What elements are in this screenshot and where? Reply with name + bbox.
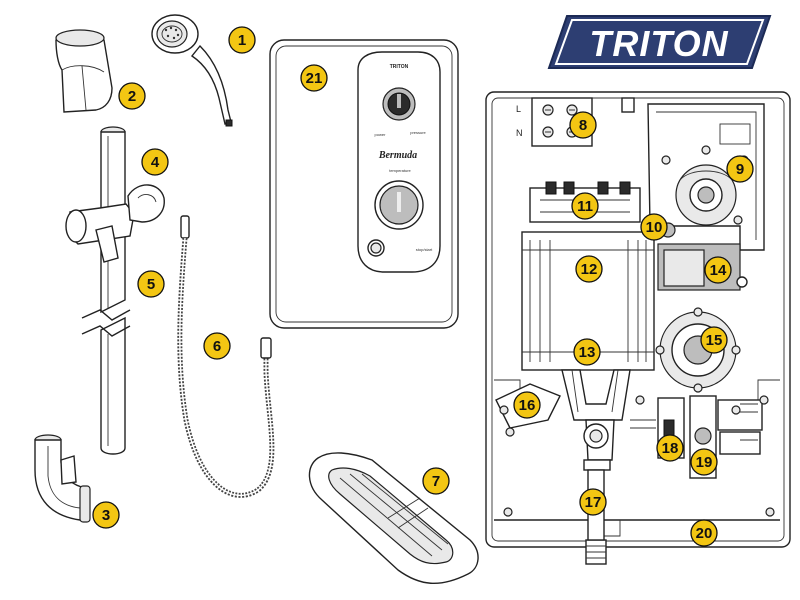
callout-label: 15 bbox=[706, 332, 723, 349]
riser-rail bbox=[81, 126, 131, 455]
callout-18: 18 bbox=[656, 434, 684, 462]
soap-dish bbox=[308, 452, 479, 585]
callout-badge bbox=[118, 82, 146, 110]
callout-3: 3 bbox=[92, 501, 120, 529]
callout-badge bbox=[640, 213, 668, 241]
callout-11: 11 bbox=[571, 192, 599, 220]
callout-badge bbox=[571, 192, 599, 220]
callout-label: 8 bbox=[579, 117, 587, 134]
power-label: power bbox=[375, 132, 387, 137]
callout-badge bbox=[513, 391, 541, 419]
shower-unit-front: TRITON power pressure Bermuda temperatur… bbox=[269, 39, 459, 329]
callout-label: 4 bbox=[151, 154, 160, 171]
rail-end-elbow bbox=[34, 434, 91, 523]
callout-8: 8 bbox=[569, 111, 597, 139]
logo-badge bbox=[547, 15, 772, 69]
logo-text: TRITON bbox=[589, 23, 728, 64]
callout-label: 17 bbox=[585, 494, 602, 511]
unit-brand-label: TRITON bbox=[390, 64, 409, 70]
callout-20: 20 bbox=[690, 519, 718, 547]
callout-badge bbox=[300, 64, 328, 92]
callout-label: 2 bbox=[128, 88, 136, 105]
outlet-spigot bbox=[583, 419, 615, 565]
callout-badge bbox=[569, 111, 597, 139]
callout-7: 7 bbox=[422, 467, 450, 495]
callout-label: 19 bbox=[696, 454, 713, 471]
callout-badge bbox=[700, 326, 728, 354]
callout-badge bbox=[141, 148, 169, 176]
temperature-label: temperature bbox=[389, 168, 411, 173]
callout-badge bbox=[573, 338, 601, 366]
callout-label: 6 bbox=[213, 338, 221, 355]
terminal-live-label: L bbox=[516, 104, 521, 114]
callout-13: 13 bbox=[573, 338, 601, 366]
triton-logo: TRITON bbox=[547, 15, 772, 69]
callout-17: 17 bbox=[579, 488, 607, 516]
callout-9: 9 bbox=[726, 155, 754, 183]
callout-badge bbox=[579, 488, 607, 516]
callout-label: 13 bbox=[579, 344, 596, 361]
callout-label: 1 bbox=[238, 32, 246, 49]
callout-label: 21 bbox=[306, 70, 323, 87]
callout-4: 4 bbox=[141, 148, 169, 176]
unit-model-label: Bermuda bbox=[378, 150, 417, 161]
callout-label: 12 bbox=[581, 261, 598, 278]
callout-12: 12 bbox=[575, 255, 603, 283]
callout-2: 2 bbox=[118, 82, 146, 110]
slider-bracket bbox=[65, 184, 165, 263]
callout-21: 21 bbox=[300, 64, 328, 92]
pressure-label: pressure bbox=[410, 130, 426, 135]
callout-1: 1 bbox=[228, 26, 256, 54]
callout-16: 16 bbox=[513, 391, 541, 419]
callout-label: 5 bbox=[147, 276, 155, 293]
callout-15: 15 bbox=[700, 326, 728, 354]
callout-10: 10 bbox=[640, 213, 668, 241]
callout-badge bbox=[575, 255, 603, 283]
callout-label: 11 bbox=[577, 198, 593, 215]
callout-label: 3 bbox=[102, 507, 110, 524]
shower-head bbox=[151, 14, 233, 127]
callout-badge bbox=[422, 467, 450, 495]
callout-label: 7 bbox=[432, 473, 440, 490]
callout-label: 16 bbox=[519, 397, 536, 414]
callout-6: 6 bbox=[203, 332, 231, 360]
callout-badge bbox=[704, 256, 732, 284]
callout-label: 9 bbox=[736, 161, 744, 178]
callout-badge bbox=[92, 501, 120, 529]
callout-label: 18 bbox=[662, 440, 679, 457]
pressure-switch-assembly bbox=[647, 103, 765, 251]
callout-badge bbox=[690, 448, 718, 476]
callout-5: 5 bbox=[137, 270, 165, 298]
callout-badge bbox=[690, 519, 718, 547]
solenoid-coil bbox=[657, 243, 748, 291]
callout-badge bbox=[203, 332, 231, 360]
callout-label: 14 bbox=[710, 262, 727, 279]
callout-label: 10 bbox=[646, 219, 663, 236]
wall-outlet-elbow bbox=[55, 29, 113, 113]
stop-start-label: stop/start bbox=[416, 247, 433, 252]
callout-badge bbox=[228, 26, 256, 54]
callout-label: 20 bbox=[696, 525, 713, 542]
terminal-neutral-label: N bbox=[516, 128, 523, 138]
callout-19: 19 bbox=[690, 448, 718, 476]
callout-badge bbox=[656, 434, 684, 462]
callout-badge bbox=[137, 270, 165, 298]
flexible-hose bbox=[177, 215, 275, 498]
callout-badge bbox=[726, 155, 754, 183]
callout-14: 14 bbox=[704, 256, 732, 284]
